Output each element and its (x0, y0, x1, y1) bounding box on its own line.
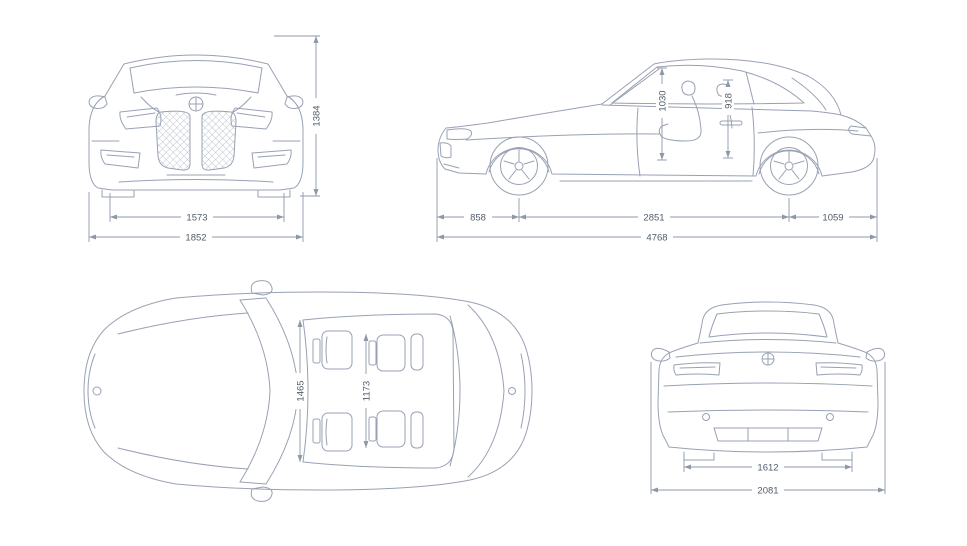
rear-bumper-details (663, 382, 873, 442)
top-windshield (239, 297, 299, 485)
rear-decklid-line (675, 351, 861, 358)
front-hood-creases (140, 92, 252, 113)
side-front-details (439, 128, 472, 169)
dim-value-front-track: 1573 (186, 213, 207, 224)
dim-value-rear-track: 1612 (757, 463, 778, 474)
front-bumper-details (91, 140, 301, 183)
front-body-outline (88, 54, 304, 191)
dim-rear-interior-height: 918 (722, 79, 735, 159)
side-extension-lines (436, 158, 878, 242)
rear-taillights (673, 362, 863, 376)
top-nose-details (87, 312, 249, 470)
dim-value-front-width: 1852 (185, 233, 206, 244)
dim-value-wheelbase: 2851 (643, 213, 664, 224)
dim-front-interior-width: 1465 (294, 320, 307, 462)
kidney-grille (155, 110, 237, 171)
top-rear-roundel-icon (508, 387, 516, 395)
front-wheels (101, 189, 291, 198)
side-view-dimensions: 1030 918 858 2851 1059 (436, 67, 878, 244)
dim-value-front-height: 1384 (312, 105, 323, 126)
dim-front-overhang: 858 (437, 211, 519, 224)
rear-window (708, 310, 828, 338)
top-mirrors (250, 280, 273, 502)
front-view (88, 54, 304, 198)
front-view-dimensions: 1384 1573 1852 (88, 35, 323, 244)
dim-value-overall-length: 4768 (646, 233, 667, 244)
dim-wheelbase: 2851 (519, 211, 789, 224)
dim-overall-length: 4768 (437, 231, 877, 244)
side-doors (636, 106, 755, 177)
rear-shoulder-line (699, 339, 837, 344)
right-mirror (284, 95, 304, 109)
dim-value-rear-interior-width: 1173 (362, 381, 373, 401)
front-windshield (129, 60, 263, 94)
top-cockpit-opening (302, 313, 455, 469)
rear-roundel-icon (761, 352, 775, 366)
front-mirrors (88, 95, 304, 109)
top-body-outline (83, 291, 533, 491)
top-view (83, 280, 533, 502)
dim-rear-overhang: 1059 (789, 211, 877, 224)
dim-value-rear-overall-width: 2081 (757, 486, 778, 497)
dim-front-width: 1852 (88, 192, 304, 244)
front-wheel (488, 136, 550, 196)
dim-rear-track: 1612 (683, 454, 853, 474)
top-rollover-bars (410, 333, 424, 449)
dim-value-front-interior-width: 1465 (296, 380, 307, 401)
side-greenhouse (601, 64, 842, 116)
dim-value-rear-interior-height: 918 (724, 93, 735, 109)
bmw-roundel-icon (188, 96, 204, 112)
dim-front-interior-height: 1030 (656, 67, 669, 161)
dim-front-height: 1384 (274, 35, 323, 197)
top-view-dimensions: 1465 1173 (294, 320, 373, 462)
side-seats (658, 80, 733, 142)
side-view (437, 58, 876, 196)
side-taillight (848, 125, 872, 137)
dim-rear-interior-width: 1173 (360, 334, 373, 448)
left-mirror (88, 95, 108, 109)
rear-body-outline (657, 301, 879, 453)
door-handle (719, 120, 743, 126)
dim-value-front-interior-height: 1030 (658, 90, 669, 111)
rear-view-dimensions: 1612 2081 (650, 362, 886, 497)
rear-wheel (758, 136, 820, 196)
side-body-outline (437, 58, 876, 177)
top-rear-seats (368, 334, 406, 448)
rear-wheels (683, 451, 853, 461)
rear-mirrors (650, 347, 886, 362)
dim-value-front-overhang: 858 (470, 213, 486, 224)
top-rear-deck (449, 304, 526, 478)
rear-view (650, 301, 886, 461)
top-front-seats (312, 330, 353, 452)
top-front-roundel-icon (92, 386, 102, 396)
side-character-lines (465, 128, 859, 182)
dim-value-rear-overhang: 1059 (822, 213, 843, 224)
dim-front-track: 1573 (109, 193, 285, 224)
dim-rear-overall-width: 2081 (650, 362, 886, 497)
